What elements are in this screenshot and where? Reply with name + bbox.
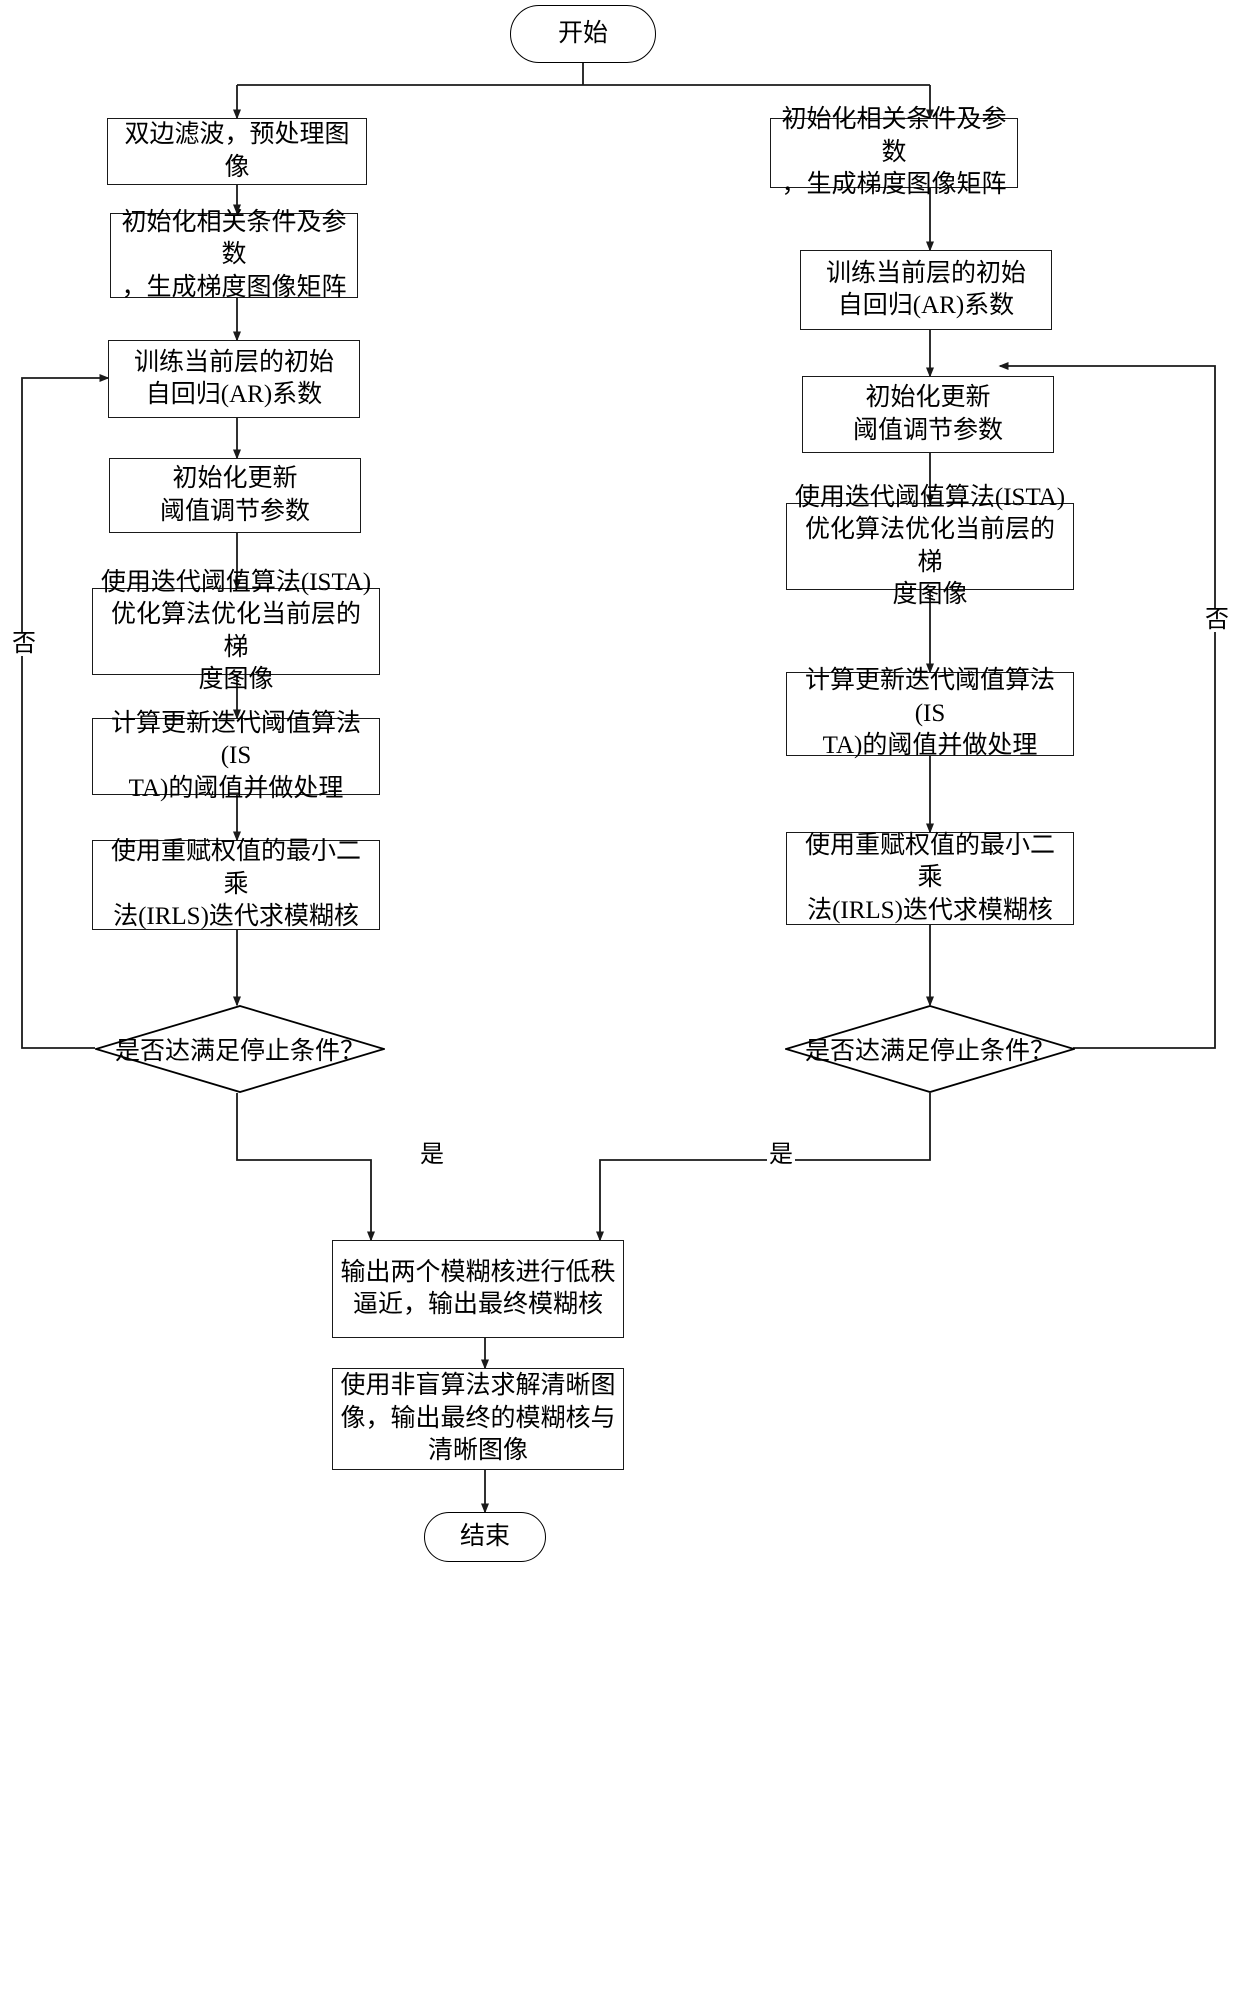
edge-left-no-feedback: [21, 374, 110, 1049]
node-right-init-threshold-label: 初始化更新 阈值调节参数: [852, 384, 1003, 444]
node-right-train-ar-label: 训练当前层的初始 自回归(AR)系数: [825, 259, 1026, 320]
node-left-init-threshold[interactable]: 初始化更新 阈值调节参数: [109, 458, 361, 533]
node-left-ista-update[interactable]: 计算更新迭代阈值算法(IS TA)的阈值并做处理: [92, 710, 380, 802]
node-right-train-ar[interactable]: 训练当前层的初始 自回归(AR)系数: [800, 250, 1052, 330]
node-start-label: 开始: [557, 19, 608, 47]
node-right-ista-optimize[interactable]: 使用迭代阈值算法(ISTA) 优化算法优化当前层的梯 度图像: [786, 484, 1074, 608]
node-left-ista-optimize-label: 使用迭代阈值算法(ISTA) 优化算法优化当前层的梯 度图像: [100, 568, 372, 694]
node-left-train-ar[interactable]: 训练当前层的初始 自回归(AR)系数: [108, 340, 360, 418]
node-left-ista-update-label: 计算更新迭代阈值算法(IS TA)的阈值并做处理: [110, 709, 361, 802]
node-right-irls-label: 使用重赋权值的最小二乘 法(IRLS)迭代求模糊核: [804, 831, 1055, 924]
node-nonblind-deconv-label: 使用非盲算法求解清晰图 像，输出最终的模糊核与 清晰图像: [340, 1372, 616, 1465]
edge-left-yes-to-merge: [236, 1093, 375, 1242]
node-left-train-ar-label: 训练当前层的初始 自回归(AR)系数: [133, 348, 334, 409]
node-right-ista-update[interactable]: 计算更新迭代阈值算法(IS TA)的阈值并做处理: [786, 667, 1074, 759]
node-merge-lowrank-label: 输出两个模糊核进行低秩 逼近，输出最终模糊核: [340, 1258, 616, 1319]
node-left-decision[interactable]: 是否达满足停止条件？: [95, 1005, 385, 1093]
node-left-init-params-label: 初始化相关条件及参数 ，生成梯度图像矩阵: [121, 208, 347, 301]
edge-label-right-no: 否: [1203, 607, 1231, 633]
node-right-init-params[interactable]: 初始化相关条件及参数 ，生成梯度图像矩阵: [770, 106, 1018, 198]
node-right-init-threshold[interactable]: 初始化更新 阈值调节参数: [802, 376, 1054, 453]
node-start[interactable]: 开始: [510, 5, 656, 63]
node-end[interactable]: 结束: [424, 1512, 546, 1562]
node-left-bilateral-filter-label: 双边滤波，预处理图像: [124, 121, 350, 181]
node-left-init-params[interactable]: 初始化相关条件及参数 ，生成梯度图像矩阵: [110, 209, 358, 301]
node-right-ista-update-label: 计算更新迭代阈值算法(IS TA)的阈值并做处理: [804, 667, 1055, 760]
node-left-ista-optimize[interactable]: 使用迭代阈值算法(ISTA) 优化算法优化当前层的梯 度图像: [92, 569, 380, 693]
edge-label-right-yes: 是: [767, 1142, 795, 1168]
node-merge-lowrank[interactable]: 输出两个模糊核进行低秩 逼近，输出最终模糊核: [332, 1240, 624, 1338]
node-right-init-params-label: 初始化相关条件及参数 ，生成梯度图像矩阵: [781, 106, 1007, 199]
node-end-label: 结束: [459, 1522, 510, 1550]
node-left-bilateral-filter[interactable]: 双边滤波，预处理图像: [107, 118, 367, 185]
node-left-irls-label: 使用重赋权值的最小二乘 法(IRLS)迭代求模糊核: [110, 838, 361, 931]
node-nonblind-deconv[interactable]: 使用非盲算法求解清晰图 像，输出最终的模糊核与 清晰图像: [332, 1368, 624, 1470]
edge-label-left-no: 否: [10, 631, 38, 657]
node-left-irls[interactable]: 使用重赋权值的最小二乘 法(IRLS)迭代求模糊核: [92, 838, 380, 930]
edge-label-left-yes: 是: [418, 1142, 446, 1168]
node-right-ista-optimize-label: 使用迭代阈值算法(ISTA) 优化算法优化当前层的梯 度图像: [794, 483, 1066, 609]
node-right-irls[interactable]: 使用重赋权值的最小二乘 法(IRLS)迭代求模糊核: [786, 832, 1074, 925]
node-right-decision[interactable]: 是否达满足停止条件？: [785, 1005, 1075, 1093]
edge-right-yes-to-merge: [596, 1093, 931, 1242]
node-left-init-threshold-label: 初始化更新 阈值调节参数: [159, 465, 310, 525]
